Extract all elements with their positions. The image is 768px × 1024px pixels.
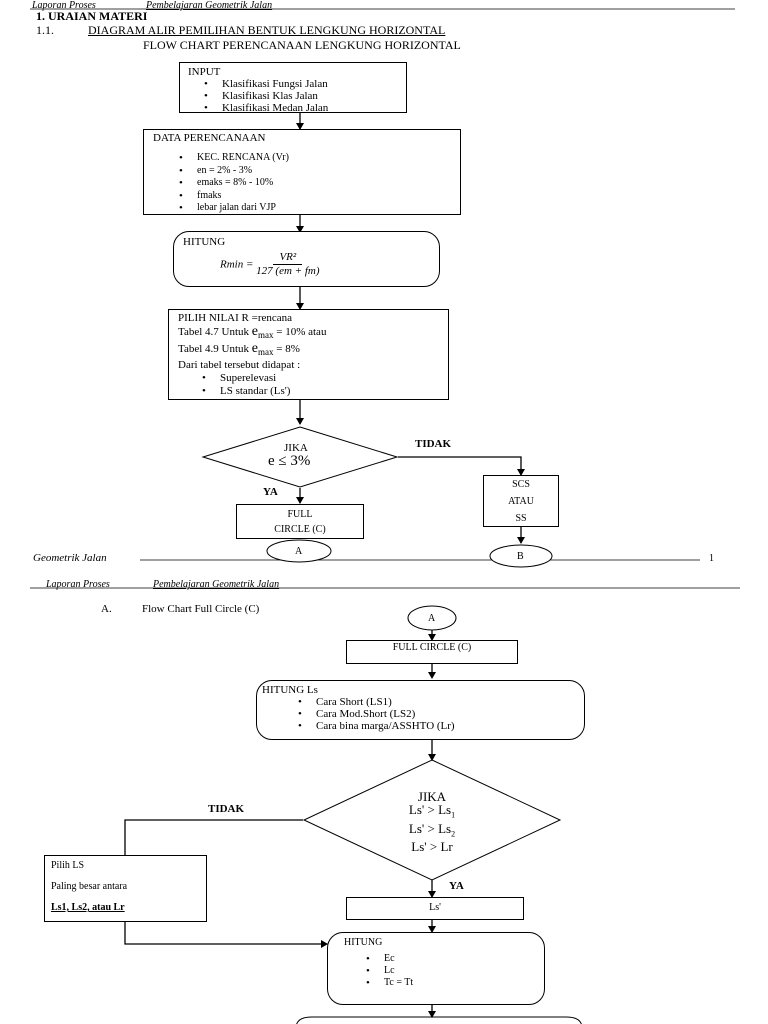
page1-header-left: Laporan Proses: [32, 0, 96, 11]
list-item: Klasifikasi Fungsi Jalan: [200, 78, 398, 90]
list-item: Cara Mod.Short (LS2): [294, 708, 579, 720]
section-a-letter: A.: [101, 603, 112, 615]
label-ya: YA: [263, 486, 278, 498]
ls-prime-box: Ls': [346, 897, 524, 920]
pilih-ls-box: Pilih LS Paling besar antara Ls1, Ls2, a…: [44, 855, 207, 922]
scs-line2: ATAU: [508, 496, 534, 507]
input-box: INPUT Klasifikasi Fungsi Jalan Klasifika…: [179, 62, 407, 114]
list-item: Cara bina marga/ASSHTO (Lr): [294, 720, 579, 732]
formula-numerator: VR²: [273, 251, 303, 265]
formula-denominator: 127 (em + fm): [256, 265, 320, 277]
subsection-number: 1.1.: [36, 23, 54, 37]
page2-decision-text: JIKA Ls' > Ls1 Ls' > Ls2 Ls' > Lr: [372, 790, 492, 853]
pilih-line2-e: e: [251, 324, 258, 339]
decision2-line2-pre: Ls' > Ls: [408, 802, 452, 817]
page2-header-left: Laporan Proses: [46, 579, 110, 590]
full-circle-line1: FULL: [287, 509, 313, 520]
scs-line1: SCS: [512, 479, 530, 490]
pilih-line2-post: = 10% atau: [273, 326, 327, 338]
decision-jika: JIKA: [284, 442, 308, 454]
data-box-list: KEC. RENCANA (Vr) en = 2% - 3% emaks = 8…: [175, 152, 451, 215]
list-item: Superelevasi: [198, 372, 439, 385]
list-item: Tc = Tt: [362, 977, 528, 989]
decision2-line4: Ls' > Lr: [411, 839, 453, 855]
decision2-line3-sub: 2: [451, 829, 456, 839]
pilih-line3: Tabel 4.9 Untuk emax = 8%: [178, 342, 439, 359]
scs-box: SCS ATAU SS: [483, 475, 559, 527]
list-item: Lc: [362, 965, 528, 977]
pilih-line2-sub: max: [258, 330, 274, 341]
full-circle-box: FULL CIRCLE (C): [236, 504, 364, 539]
rmin-formula: Rmin = VR² 127 (em + fm): [220, 251, 430, 278]
page2-label-ya: YA: [449, 880, 464, 892]
page1-header-right: Pembelajaran Geometrik Jalan: [146, 0, 273, 11]
decision2-line2: Ls' > Ls1: [372, 803, 492, 822]
pilih-ls-line1: Pilih LS: [51, 860, 85, 871]
data-perencanaan-box: DATA PERENCANAAN KEC. RENCANA (Vr) en = …: [143, 129, 461, 215]
decision-condition: e ≤ 3%: [268, 453, 311, 469]
input-box-list: Klasifikasi Fungsi Jalan Klasifikasi Kla…: [200, 78, 398, 114]
page2-full-circle-box: FULL CIRCLE (C): [346, 640, 518, 664]
pilih-line3-pre: Tabel 4.9 Untuk: [178, 343, 252, 356]
pilih-line2: Tabel 4.7 Untuk emax = 10% atau: [178, 325, 439, 342]
flow-title: FLOW CHART PERENCANAAN LENGKUNG HORIZONT…: [143, 38, 461, 52]
scs-line3: SS: [515, 513, 527, 524]
input-box-title: INPUT: [188, 66, 221, 78]
page2-header-right: Pembelajaran Geometrik Jalan: [153, 579, 280, 590]
hitung-ls-list: Cara Short (LS1) Cara Mod.Short (LS2) Ca…: [294, 696, 579, 732]
decision2-line3-pre: Ls' > Ls: [408, 820, 452, 836]
pilih-ls-line2: Paling besar antara: [51, 881, 128, 892]
pilih-line1: PILIH NILAI R =rencana: [178, 312, 293, 324]
decision2-line2-sub: 1: [451, 810, 456, 820]
list-item: LS standar (Ls'): [198, 385, 439, 398]
list-item: lebar jalan dari VJP: [175, 202, 451, 215]
decision2-line3: Ls' > Ls2: [372, 822, 492, 841]
connector-b: B: [517, 551, 524, 562]
page2-connector-a: A: [428, 613, 436, 624]
formula-lhs: Rmin =: [220, 258, 254, 271]
pilih-line3-sub: max: [258, 347, 274, 358]
pilih-line3-post: = 8%: [273, 343, 300, 356]
page2-label-tidak: TIDAK: [208, 803, 245, 815]
list-item: emaks = 8% - 10%: [175, 177, 451, 190]
list-item: Klasifikasi Medan Jalan: [200, 102, 398, 114]
pilih-ls-line3: Ls1, Ls2, atau Lr: [51, 902, 125, 913]
formula-fraction: VR² 127 (em + fm): [256, 251, 319, 278]
pilih-nilai-r-box: PILIH NILAI R =rencana Tabel 4.7 Untuk e…: [168, 309, 449, 400]
footer-page-number: 1: [709, 553, 714, 564]
full-circle-line2: CIRCLE (C): [274, 524, 326, 535]
list-item: Cara Short (LS1): [294, 696, 579, 708]
hitung2-list: Ec Lc Tc = Tt: [362, 953, 528, 989]
list-item: KEC. RENCANA (Vr): [175, 152, 451, 165]
label-tidak: TIDAK: [415, 438, 452, 450]
hitung2-title: HITUNG: [344, 937, 383, 948]
hitung-ec-box: HITUNG Ec Lc Tc = Tt: [327, 932, 545, 1005]
hitung-title: HITUNG: [183, 236, 226, 248]
list-item: Klasifikasi Klas Jalan: [200, 90, 398, 102]
pilih-line3-e: e: [251, 341, 258, 357]
list-item: fmaks: [175, 190, 451, 203]
hitung-ls-title: HITUNG Ls: [262, 684, 318, 696]
list-item: en = 2% - 3%: [175, 165, 451, 178]
section-a-title: Flow Chart Full Circle (C): [142, 603, 260, 615]
footer-left: Geometrik Jalan: [33, 552, 107, 564]
hitung-ls-box: HITUNG Ls Cara Short (LS1) Cara Mod.Shor…: [256, 680, 585, 740]
section-title: 1. URAIAN MATERI: [36, 9, 148, 23]
list-item: Ec: [362, 953, 528, 965]
pilih-line4: Dari tabel tersebut didapat :: [178, 359, 301, 372]
data-box-title: DATA PERENCANAAN: [153, 132, 266, 144]
decision2-line1: JIKA: [417, 789, 447, 804]
pilih-line2-pre: Tabel 4.7 Untuk: [178, 326, 252, 338]
hitung-rmin-box: HITUNG Rmin = VR² 127 (em + fm): [173, 231, 440, 287]
pilih-list: Superelevasi LS standar (Ls'): [198, 372, 439, 398]
subsection-title: DIAGRAM ALIR PEMILIHAN BENTUK LENGKUNG H…: [88, 23, 446, 37]
connector-a: A: [295, 546, 303, 557]
